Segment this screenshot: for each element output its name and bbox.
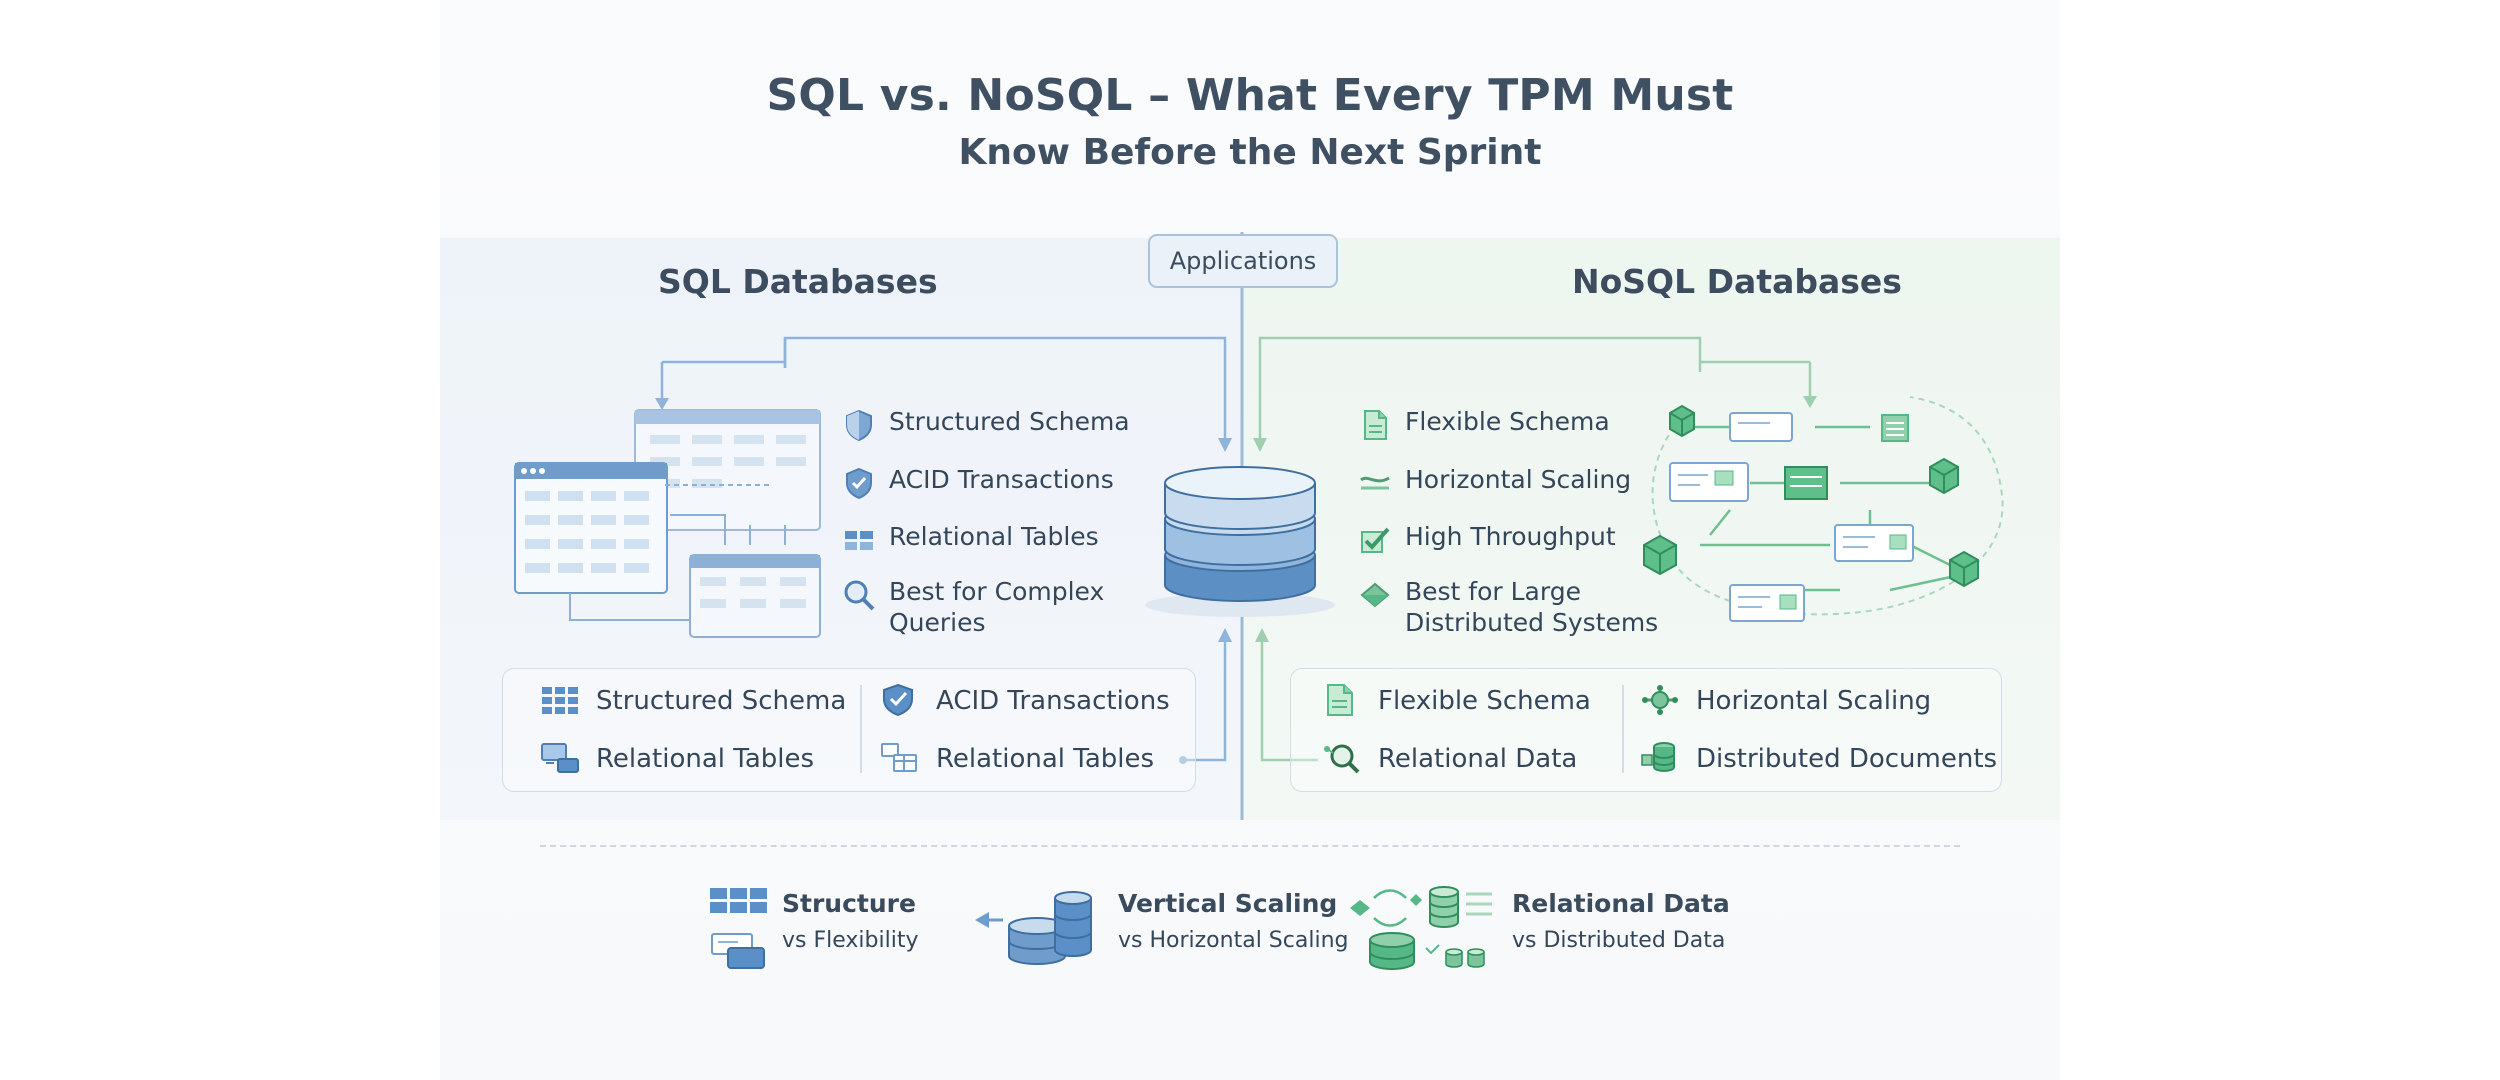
box-label: Flexible Schema bbox=[1378, 686, 1591, 716]
nosql-feature-large-distributed: Best for Large Distributed Systems bbox=[1358, 576, 1678, 646]
feature-label: Structured Schema bbox=[889, 407, 1130, 436]
feature-label: Horizontal Scaling bbox=[1405, 465, 1632, 494]
stacked-db-icon bbox=[1641, 742, 1675, 772]
sql-box-acid-transactions: ACID Transactions bbox=[880, 683, 1180, 720]
sql-box-relational-tables: Relational Tables bbox=[540, 743, 850, 778]
shield-check-icon bbox=[846, 467, 872, 500]
legend-title: Structure bbox=[782, 889, 916, 918]
feature-label: ACID Transactions bbox=[889, 465, 1114, 494]
legend-relational-data: Relational Data vs Distributed Data bbox=[1512, 889, 1752, 959]
legend-structure: Structure vs Flexibility bbox=[782, 889, 972, 959]
document-icon bbox=[1364, 410, 1387, 440]
nosql-network-illustration bbox=[1643, 396, 2004, 622]
nosql-feature-horizontal-scaling: Horizontal Scaling bbox=[1358, 464, 1678, 500]
feature-label: Relational Tables bbox=[889, 522, 1099, 551]
nosql-box-flexible-schema: Flexible Schema bbox=[1322, 684, 1612, 720]
box-label: ACID Transactions bbox=[936, 686, 1170, 716]
sql-tables-illustration bbox=[514, 409, 821, 638]
legend-title: Vertical Scaling bbox=[1118, 889, 1338, 918]
section-divider bbox=[540, 845, 1960, 847]
nosql-summary-box bbox=[1290, 668, 2002, 792]
feature-label: High Throughput bbox=[1405, 522, 1616, 551]
box-label: Structured Schema bbox=[596, 686, 847, 716]
nosql-section-title: NoSQL Databases bbox=[1572, 262, 1902, 301]
scaling-arrows-icon bbox=[1360, 476, 1390, 490]
check-icon bbox=[1361, 527, 1390, 553]
magnifier-icon bbox=[1324, 744, 1360, 774]
box-label: Relational Tables bbox=[936, 744, 1155, 774]
applications-pill: Applications bbox=[1148, 234, 1338, 288]
sql-box-divider bbox=[860, 685, 862, 773]
document-icon bbox=[1327, 684, 1353, 716]
nosql-box-horizontal-scaling: Horizontal Scaling bbox=[1640, 685, 1985, 720]
box-label: Distributed Documents bbox=[1696, 744, 1998, 774]
shield-check-icon bbox=[883, 683, 913, 717]
nosql-box-distributed-documents: Distributed Documents bbox=[1640, 742, 1997, 778]
nosql-box-relational-data: Relational Data bbox=[1322, 744, 1612, 778]
sql-feature-structured-schema: Structured Schema bbox=[842, 406, 1182, 442]
sql-section-title: SQL Databases bbox=[658, 262, 938, 301]
diamond-icon bbox=[1360, 582, 1390, 608]
database-cylinder-icon bbox=[1145, 466, 1335, 617]
legend-subtitle: vs Horizontal Scaling bbox=[1118, 928, 1349, 953]
legend-vertical-scaling: Vertical Scaling vs Horizontal Scaling bbox=[1118, 889, 1348, 959]
feature-label-line1: Best for Complex bbox=[889, 577, 1105, 606]
distributed-nodes-icon bbox=[1350, 886, 1492, 970]
sql-feature-acid-transactions: ACID Transactions bbox=[842, 464, 1182, 500]
linked-tables-icon bbox=[541, 743, 579, 773]
feature-label-line2: Queries bbox=[889, 608, 986, 637]
sql-box-structured-schema: Structured Schema bbox=[540, 686, 850, 720]
nosql-feature-high-throughput: High Throughput bbox=[1358, 521, 1678, 557]
sql-feature-relational-tables: Relational Tables bbox=[842, 521, 1182, 557]
legend-subtitle: vs Distributed Data bbox=[1512, 928, 1726, 953]
linked-tables-icon bbox=[881, 743, 917, 772]
nodes-icon bbox=[1642, 685, 1678, 715]
grid-icon bbox=[542, 687, 578, 714]
box-label: Relational Data bbox=[1378, 744, 1578, 774]
sql-summary-box bbox=[502, 668, 1196, 792]
feature-label: Flexible Schema bbox=[1405, 407, 1610, 436]
legend-subtitle: vs Flexibility bbox=[782, 928, 919, 953]
nosql-feature-flexible-schema: Flexible Schema bbox=[1358, 406, 1678, 442]
page-subtitle: Know Before the Next Sprint bbox=[958, 132, 1542, 173]
nosql-box-divider bbox=[1622, 685, 1624, 773]
grid-and-card-icon bbox=[710, 888, 767, 969]
table-grid-icon bbox=[845, 531, 873, 550]
box-label: Horizontal Scaling bbox=[1696, 686, 1932, 716]
magnifier-icon bbox=[844, 580, 875, 611]
sql-box-relational-tables-2: Relational Tables bbox=[880, 743, 1180, 778]
box-label: Relational Tables bbox=[596, 744, 815, 774]
page-title: SQL vs. NoSQL – What Every TPM Must bbox=[766, 70, 1734, 121]
feature-label-line1: Best for Large bbox=[1405, 577, 1581, 606]
nosql-panel-background bbox=[1242, 238, 2060, 820]
stacked-databases-icon bbox=[975, 891, 1092, 965]
feature-label-line2: Distributed Systems bbox=[1405, 608, 1659, 637]
legend-title: Relational Data bbox=[1512, 889, 1730, 918]
shield-icon bbox=[846, 409, 872, 442]
sql-feature-complex-queries: Best for Complex Queries bbox=[842, 576, 1182, 646]
